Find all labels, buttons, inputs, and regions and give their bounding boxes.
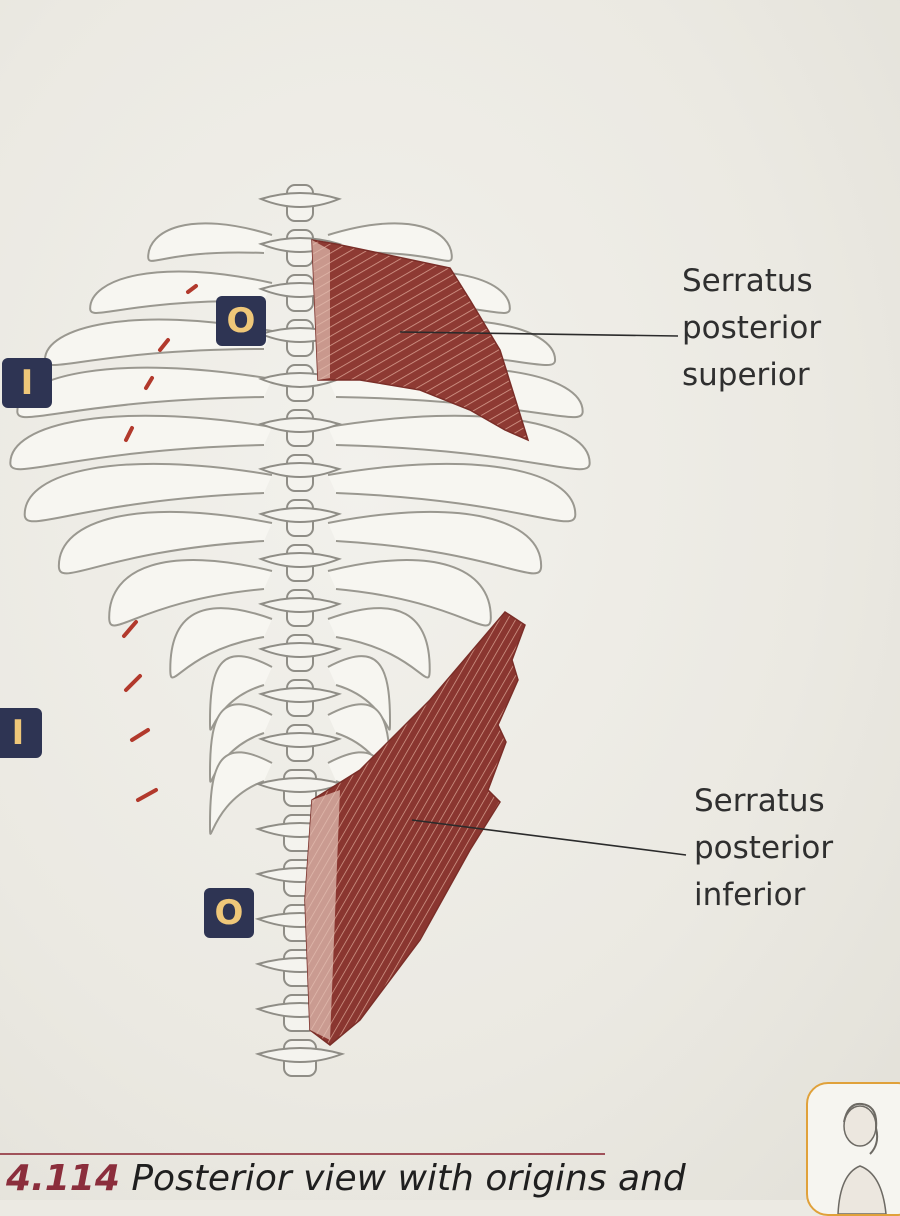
label-line: Serratus	[682, 263, 813, 299]
label-line: posterior	[694, 830, 834, 866]
insertion-mark	[186, 284, 198, 294]
transverse-process	[254, 1047, 346, 1063]
label-serratus-posterior-inferior: Serratus posterior inferior	[694, 778, 833, 919]
rib	[208, 655, 273, 731]
rib	[108, 559, 273, 627]
rib	[327, 655, 392, 731]
rib	[16, 366, 273, 419]
leader-line-superior	[399, 331, 679, 337]
figure-caption: 4.114 Posterior view with origins and	[6, 1158, 686, 1199]
serratus-posterior-superior-muscle	[311, 239, 530, 442]
rib	[327, 559, 492, 627]
origin-badge-inferior: O	[204, 888, 254, 938]
rib	[208, 751, 273, 835]
rib	[147, 222, 273, 262]
insertion-mark	[124, 674, 142, 692]
insertion-mark	[124, 426, 134, 442]
insertion-mark	[122, 620, 138, 638]
transverse-process	[258, 462, 342, 478]
transverse-process	[258, 687, 342, 703]
transverse-process	[258, 552, 342, 568]
insertion-mark	[144, 376, 154, 390]
rib	[57, 510, 273, 575]
figure-number: 4.114	[6, 1158, 120, 1199]
label-line: superior	[682, 357, 810, 393]
rib	[169, 607, 273, 679]
thumbnail-figure	[806, 1082, 900, 1216]
rib	[89, 270, 273, 314]
insertion-badge-inferior: I	[0, 708, 42, 758]
rib	[327, 510, 543, 575]
leader-line-inferior	[411, 819, 687, 856]
origin-badge-superior: O	[216, 296, 266, 346]
rib	[327, 462, 577, 523]
caption-text: Posterior view with origins and	[131, 1158, 686, 1199]
transverse-process	[258, 192, 342, 208]
insertion-marks	[122, 284, 198, 802]
label-line: posterior	[682, 310, 822, 346]
rib	[327, 414, 591, 471]
transverse-process	[258, 597, 342, 613]
transverse-process	[258, 507, 342, 523]
insertion-mark	[158, 338, 170, 352]
transverse-process	[258, 417, 342, 433]
serratus-posterior-inferior-muscle	[304, 611, 526, 1046]
insertion-mark	[130, 728, 150, 742]
person-icon	[837, 1102, 887, 1214]
label-serratus-posterior-superior: Serratus posterior superior	[682, 258, 821, 399]
label-line: Serratus	[694, 783, 825, 819]
rib	[23, 462, 273, 523]
insertion-badge-superior: I	[2, 358, 52, 408]
transverse-process	[258, 732, 342, 748]
rib	[327, 607, 431, 679]
caption-divider	[0, 1153, 605, 1155]
insertion-mark	[136, 788, 158, 802]
transverse-process	[258, 642, 342, 658]
rib	[9, 414, 273, 471]
label-line: inferior	[694, 877, 806, 913]
